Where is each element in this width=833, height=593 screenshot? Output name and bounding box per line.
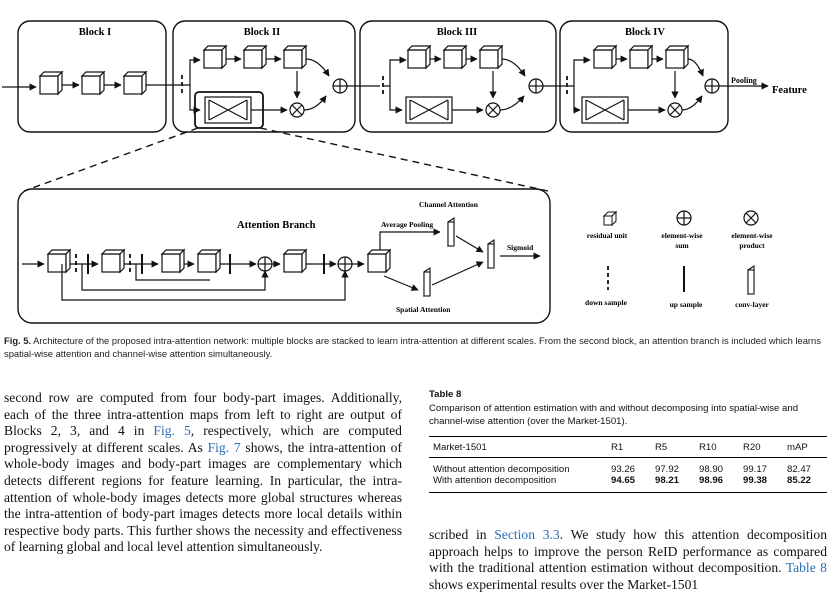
legend: residual unit element-wise sum element-w… [585,210,773,309]
sigmoid-label: Sigmoid [507,243,534,252]
residual-unit-icon [39,71,63,95]
feature-label: Feature [772,85,807,96]
header-dataset: Market-1501 [433,441,487,453]
header-r5: R5 [655,441,668,453]
right-paragraph: scribed in Section 3.3. We study how thi… [429,527,827,593]
section-3-3-link[interactable]: Section 3.3 [494,527,560,542]
attention-branch-title: Attention Branch [237,220,316,231]
header-map: mAP [787,441,808,453]
block-3-label: Block III [437,27,478,38]
table8-link[interactable]: Table 8 [785,560,827,576]
element-wise-sum-icon [676,210,692,226]
header-r10: R10 [699,441,717,453]
table-caption: Comparison of attention estimation with … [429,403,799,427]
results-table: Market-1501 R1 R5 R10 R20 mAP Without at… [429,436,827,493]
residual-unit-legend-icon [603,215,613,226]
architecture-figure: Block I Block II Block III Block IV [2,20,807,324]
row2-map: 85.22 [787,475,812,486]
pooling-label: Pooling [731,76,757,85]
table-row: With attention decomposition 94.65 98.21… [429,475,827,493]
residual-unit-icon [81,71,105,95]
row2-r20: 99.38 [743,475,768,486]
attention-branch-box [17,188,551,324]
fig5-link[interactable]: Fig. 5 [153,423,191,439]
header-r20: R20 [743,441,761,453]
left-text-part-1: second row are computed from four body-p… [4,390,402,439]
block-2-box [172,20,356,133]
conv-layer-icon [747,265,755,295]
legend-sum-2: sum [675,241,689,250]
legend-residual-unit: residual unit [587,231,628,240]
element-wise-product-icon [743,210,759,226]
figure-caption: Fig. 5. Architecture of the proposed int… [4,334,826,360]
right-text-part-3: shows experimental results over the Mark… [429,576,699,592]
block-2-label: Block II [244,27,280,38]
fig7-link[interactable]: Fig. 7 [207,439,241,455]
legend-product-2: product [739,241,765,250]
block-1-box [17,20,167,133]
left-text-part-2: , respectively, which are computed progr… [4,423,402,455]
left-text-part-3: shows, the intra-attention of whole-body… [4,439,403,555]
legend-down-sample: down sample [585,298,628,307]
left-paragraph: second row are computed from four body-p… [4,390,402,556]
figure-caption-text: Architecture of the proposed intra-atten… [4,335,821,359]
table-title: Table 8 [429,389,462,400]
block-3-box [359,20,557,133]
row1-method: Without attention decomposition [433,464,570,475]
row1-r5: 97.92 [655,464,680,475]
right-text-part-1: scribed in [429,527,495,542]
row1-r10: 98.90 [699,464,724,475]
spatial-attention-label: Spatial Attention [396,305,451,314]
row2-method: With attention decomposition [433,475,557,486]
figure-caption-label: Fig. 5. [4,335,32,346]
block-4-box [559,20,729,133]
row2-r1: 94.65 [611,475,636,486]
legend-product-1: element-wise [731,231,773,240]
right-text-part-2: . We study how this attention decomposit… [429,527,828,576]
row1-map: 82.47 [787,464,812,475]
legend-up-sample: up sample [670,300,703,309]
block-1-label: Block I [79,27,111,38]
channel-attention-label: Channel Attention [419,200,479,209]
residual-unit-icon [123,71,147,95]
average-pooling-label: Average Pooling [381,220,433,229]
table-header-row: Market-1501 R1 R5 R10 R20 mAP [429,436,827,458]
row2-r10: 98.96 [699,475,724,486]
legend-sum-1: element-wise [661,231,703,240]
table-row: Without attention decomposition 93.26 97… [429,458,827,475]
block-4-label: Block IV [625,27,665,38]
row1-r20: 99.17 [743,464,768,475]
legend-conv-layer: conv-layer [735,300,769,309]
row1-r1: 93.26 [611,464,636,475]
row2-r5: 98.21 [655,475,680,486]
header-r1: R1 [611,441,624,453]
